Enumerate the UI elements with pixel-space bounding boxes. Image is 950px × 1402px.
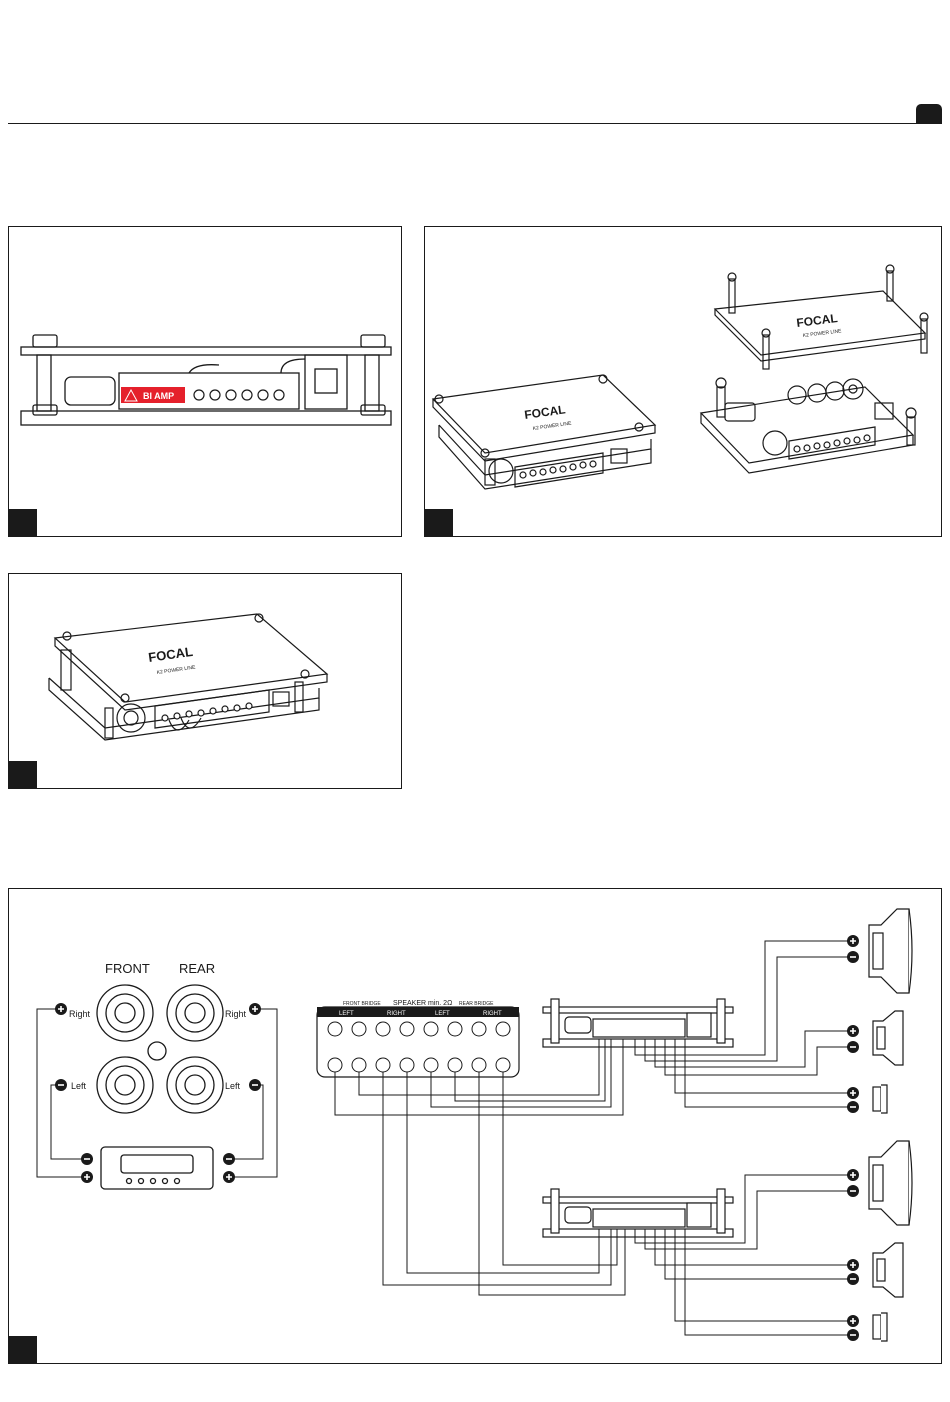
speaker-min-label: SPEAKER min. 2Ω [393,1000,452,1007]
page-tab [916,104,942,124]
front-bridge-label: FRONT BRIDGE [343,1001,381,1007]
figure-4-badge [8,1336,37,1364]
wiring-diagram: FRONT REAR Right Right Left Left [9,889,943,1365]
biamp-label: BI AMP [143,391,174,401]
midrange-rear-icon [873,1243,903,1297]
figure-3-panel: FOCAL K2 POWER LINE [8,573,402,789]
woofer-front-icon [869,909,912,993]
woofer-rear-icon [869,1141,912,1225]
left-label-left: Left [71,1081,87,1091]
midrange-front-icon [873,1011,903,1065]
front-label: FRONT [105,961,150,976]
tweeter-front-icon [873,1085,887,1113]
figure-4-panel: FRONT REAR Right Right Left Left [8,888,942,1364]
tweeter-rear-icon [873,1313,887,1341]
figure-2-panel: FOCAL K2 POWER LINE FOCAL K2 POWER LINE [424,226,942,537]
term-label-left-rear: LEFT [435,1011,450,1017]
crossover-unit-rear [543,1189,733,1237]
figure-1-panel: BI AMP [8,226,402,537]
crossover-side-view: BI AMP [9,227,403,538]
amp-terminal-block: SPEAKER min. 2Ω FRONT BRIDGE REAR BRIDGE… [317,1000,519,1077]
right-label-left: Right [69,1009,91,1019]
right-label-right: Right [225,1009,247,1019]
term-label-right-front: RIGHT [387,1011,406,1017]
term-label-right-rear: RIGHT [483,1011,502,1017]
rear-label: REAR [179,961,215,976]
speaker-terminals [847,935,859,1341]
left-label-right: Left [225,1081,241,1091]
figure-1-badge [8,509,37,537]
crossover-exploded-view: FOCAL K2 POWER LINE FOCAL K2 POWER LINE [425,227,943,538]
rear-bridge-label: REAR BRIDGE [459,1001,494,1007]
crossover-unit-front [543,999,733,1047]
rca-sockets [97,985,223,1113]
crossover-bridged-view: FOCAL K2 POWER LINE [9,574,403,790]
head-unit [101,1147,213,1189]
figure-2-badge [424,509,453,537]
term-label-left-front: LEFT [339,1011,354,1017]
figure-3-badge [8,761,37,789]
header-rule [8,123,942,124]
speakers [869,909,912,1341]
